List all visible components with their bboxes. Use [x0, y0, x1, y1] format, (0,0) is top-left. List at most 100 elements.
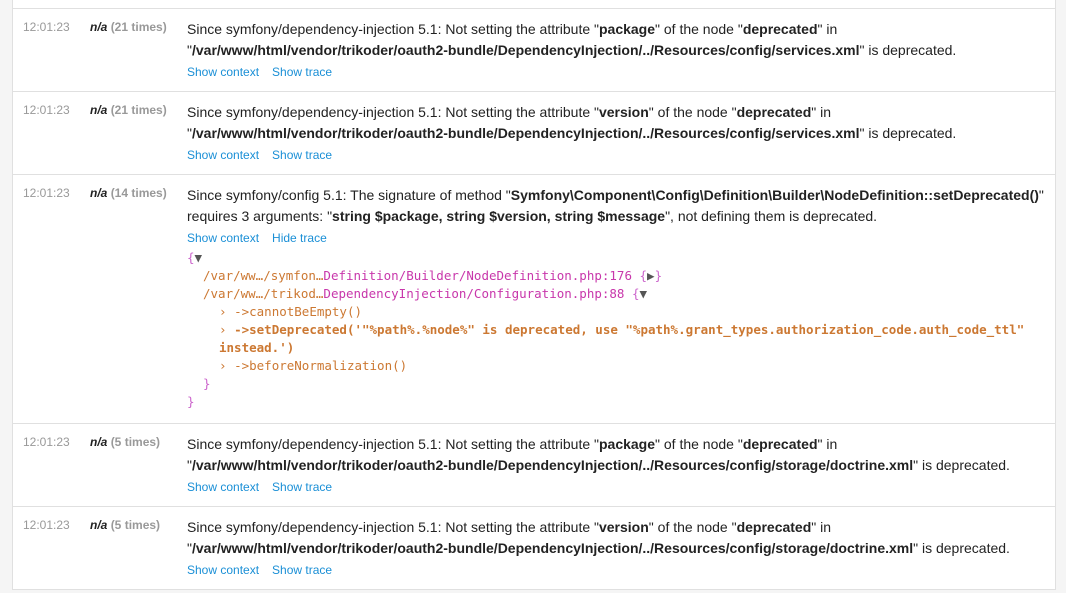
collapse-toggle-icon[interactable]: ▼: [194, 250, 203, 265]
msg-text: " requires 3 arguments: ": [187, 187, 1044, 224]
log-channel: n/a (21 times): [90, 102, 187, 174]
log-time: 12:01:23: [23, 103, 70, 117]
channel-na: n/a: [90, 518, 108, 532]
show-context-link[interactable]: Show context: [187, 148, 260, 162]
trace-open-brace: {: [187, 250, 195, 265]
log-time: 12:01:23: [23, 186, 70, 200]
log-message-block: Since symfony/dependency-injection 5.1: …: [187, 102, 1045, 174]
msg-bold: deprecated: [742, 21, 818, 37]
msg-text: Since symfony/config 5.1: The signature …: [187, 187, 511, 203]
msg-bold: Symfony\Component\Config\Definition\Buil…: [510, 187, 1039, 203]
show-context-link[interactable]: Show context: [187, 480, 260, 494]
msg-bold: deprecated: [742, 436, 818, 452]
log-count: (5 times): [110, 435, 161, 449]
trace-frame: /var/ww…/symfon…Definition/Builder/NodeD…: [187, 267, 1045, 285]
log-message: Since symfony/dependency-injection 5.1: …: [187, 517, 1045, 559]
msg-text: " is deprecated.: [913, 457, 1010, 473]
msg-bold: /var/www/html/vendor/trikoder/oauth2-bun…: [191, 42, 860, 58]
line-arrow-icon: ›: [219, 358, 227, 373]
log-count: (5 times): [110, 518, 161, 532]
log-message: Since symfony/dependency-injection 5.1: …: [187, 19, 1045, 61]
msg-text: " of the node ": [655, 21, 743, 37]
log-message-block: Since symfony/dependency-injection 5.1: …: [187, 19, 1045, 91]
channel-na: n/a: [90, 186, 108, 200]
frame-file-path[interactable]: Definition/Builder/NodeDefinition.php:17…: [323, 268, 632, 283]
msg-text: " is deprecated.: [859, 42, 957, 58]
msg-text: Since symfony/dependency-injection 5.1: …: [187, 21, 599, 37]
msg-text: ", not defining them is deprecated.: [665, 208, 878, 224]
msg-text: " of the node ": [648, 519, 737, 535]
log-time: 12:01:23: [23, 20, 70, 34]
log-row: 12:01:23 n/a (21 times) Since symfony/de…: [13, 9, 1055, 92]
msg-text: " is deprecated.: [859, 125, 957, 141]
line-arrow-icon: ›: [219, 322, 227, 337]
msg-text: Since symfony/dependency-injection 5.1: …: [187, 104, 599, 120]
trace-close-brace: }: [187, 394, 195, 409]
code-call-highlight: ->setDeprecated('"%path%.%node%" is depr…: [219, 322, 1032, 355]
frame-brace: {: [631, 268, 648, 283]
log-message-block: Since symfony/dependency-injection 5.1: …: [187, 517, 1045, 590]
code-call: ->cannotBeEmpty(): [234, 304, 362, 319]
frame-file-path[interactable]: DependencyInjection/Configuration.php:88: [323, 286, 625, 301]
msg-text: " in ": [187, 104, 832, 141]
msg-text: Since symfony/dependency-injection 5.1: …: [187, 519, 599, 535]
show-trace-link[interactable]: Show trace: [272, 563, 333, 577]
msg-bold: version: [598, 104, 649, 120]
hide-trace-link[interactable]: Hide trace: [272, 231, 327, 245]
log-row: 12:01:23 n/a (21 times) Since symfony/de…: [13, 92, 1055, 175]
trace-frame: /var/ww…/trikod…DependencyInjection/Conf…: [187, 285, 1045, 303]
panel-top-edge: [13, 0, 1055, 9]
trace-code-line-highlight: › ->setDeprecated('"%path%.%node%" is de…: [187, 321, 1045, 357]
log-links: Show context Hide trace: [187, 230, 1045, 246]
msg-bold: version: [598, 519, 649, 535]
collapse-toggle-icon[interactable]: ▼: [639, 286, 648, 301]
show-trace-link[interactable]: Show trace: [272, 65, 333, 79]
code-call: ->beforeNormalization(): [234, 358, 408, 373]
log-message: Since symfony/dependency-injection 5.1: …: [187, 102, 1045, 144]
msg-text: " in ": [187, 21, 838, 58]
msg-text: " of the node ": [655, 436, 743, 452]
log-count: (21 times): [110, 20, 167, 34]
show-context-link[interactable]: Show context: [187, 231, 260, 245]
log-count: (21 times): [110, 103, 167, 117]
msg-bold: package: [598, 436, 656, 452]
frame-path-prefix: /var/ww…/trikod…: [203, 286, 324, 301]
log-message: Since symfony/dependency-injection 5.1: …: [187, 434, 1045, 476]
frame-brace: {: [624, 286, 640, 301]
log-row: 12:01:23 n/a (14 times) Since symfony/co…: [13, 175, 1055, 424]
msg-text: " of the node ": [648, 104, 737, 120]
trace-code-line: › ->cannotBeEmpty(): [187, 303, 1045, 321]
channel-na: n/a: [90, 103, 108, 117]
channel-na: n/a: [90, 435, 108, 449]
msg-text: " in ": [187, 519, 832, 556]
log-row: 12:01:23 n/a (5 times) Since symfony/dep…: [13, 507, 1055, 590]
msg-bold: package: [598, 21, 656, 37]
expand-toggle-icon[interactable]: ▶: [647, 268, 655, 283]
log-channel: n/a (14 times): [90, 185, 187, 423]
log-time: 12:01:23: [23, 435, 70, 449]
frame-close-brace: }: [654, 268, 663, 283]
log-links: Show context Show trace: [187, 64, 1045, 80]
msg-text: " in ": [187, 436, 838, 473]
stack-trace: {▼ /var/ww…/symfon…Definition/Builder/No…: [187, 249, 1045, 411]
msg-bold: /var/www/html/vendor/trikoder/oauth2-bun…: [191, 457, 914, 473]
msg-bold: deprecated: [736, 519, 812, 535]
log-message: Since symfony/config 5.1: The signature …: [187, 185, 1045, 227]
msg-text: " is deprecated.: [913, 540, 1010, 556]
msg-bold: deprecated: [736, 104, 812, 120]
show-trace-link[interactable]: Show trace: [272, 480, 333, 494]
log-channel: n/a (5 times): [90, 517, 187, 590]
show-context-link[interactable]: Show context: [187, 65, 260, 79]
deprecations-panel: 12:01:23 n/a (21 times) Since symfony/de…: [12, 0, 1056, 590]
msg-text: Since symfony/dependency-injection 5.1: …: [187, 436, 599, 452]
log-channel: n/a (5 times): [90, 434, 187, 506]
trace-code-line: › ->beforeNormalization(): [187, 357, 1045, 375]
log-links: Show context Show trace: [187, 479, 1045, 495]
show-context-link[interactable]: Show context: [187, 563, 260, 577]
log-count: (14 times): [110, 186, 167, 200]
log-links: Show context Show trace: [187, 147, 1045, 163]
show-trace-link[interactable]: Show trace: [272, 148, 333, 162]
inner-close-brace: }: [203, 376, 211, 391]
msg-bold: /var/www/html/vendor/trikoder/oauth2-bun…: [191, 540, 914, 556]
log-links: Show context Show trace: [187, 562, 1045, 578]
